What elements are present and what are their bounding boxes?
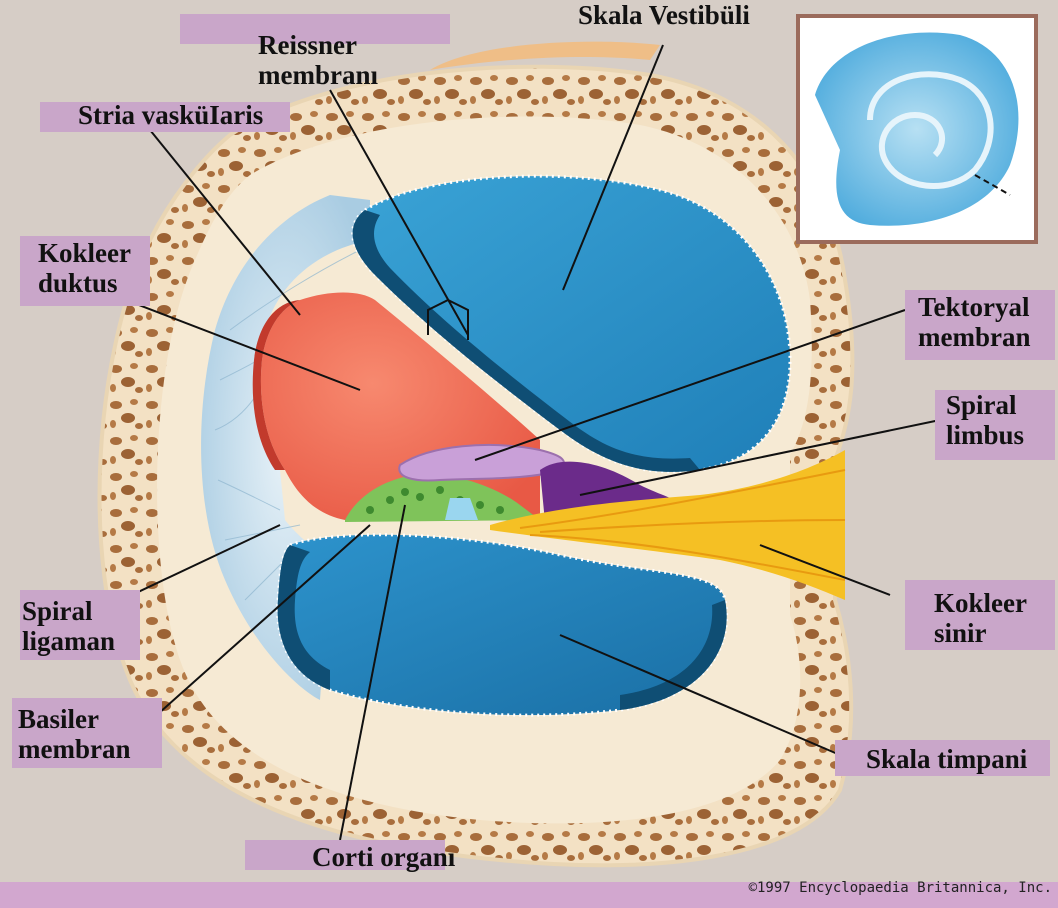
label-cochlear-nerve: Kokleer sinir: [934, 588, 1027, 648]
inset-frame: [796, 14, 1038, 244]
label-basilar-membrane: Basiler membran: [18, 704, 130, 764]
label-spiral-ligament: Spiral ligaman: [22, 596, 115, 656]
label-stria-vascularis: Stria vasküIaris: [78, 100, 263, 130]
label-tectorial-membrane: Tektoryal membran: [918, 292, 1030, 352]
label-skala-tympani: Skala timpani: [866, 744, 1027, 774]
label-spiral-limbus: Spiral limbus: [946, 390, 1024, 450]
label-organ-of-corti: Corti organı: [312, 842, 455, 872]
label-cochlear-duct: Kokleer duktus: [38, 238, 131, 298]
copyright-credit: ©1997 Encyclopaedia Britannica, Inc.: [749, 880, 1052, 896]
label-skala-vestibuli: Skala Vestibüli: [578, 0, 750, 30]
label-reissner-membrane: Reissner membranı: [258, 30, 378, 90]
